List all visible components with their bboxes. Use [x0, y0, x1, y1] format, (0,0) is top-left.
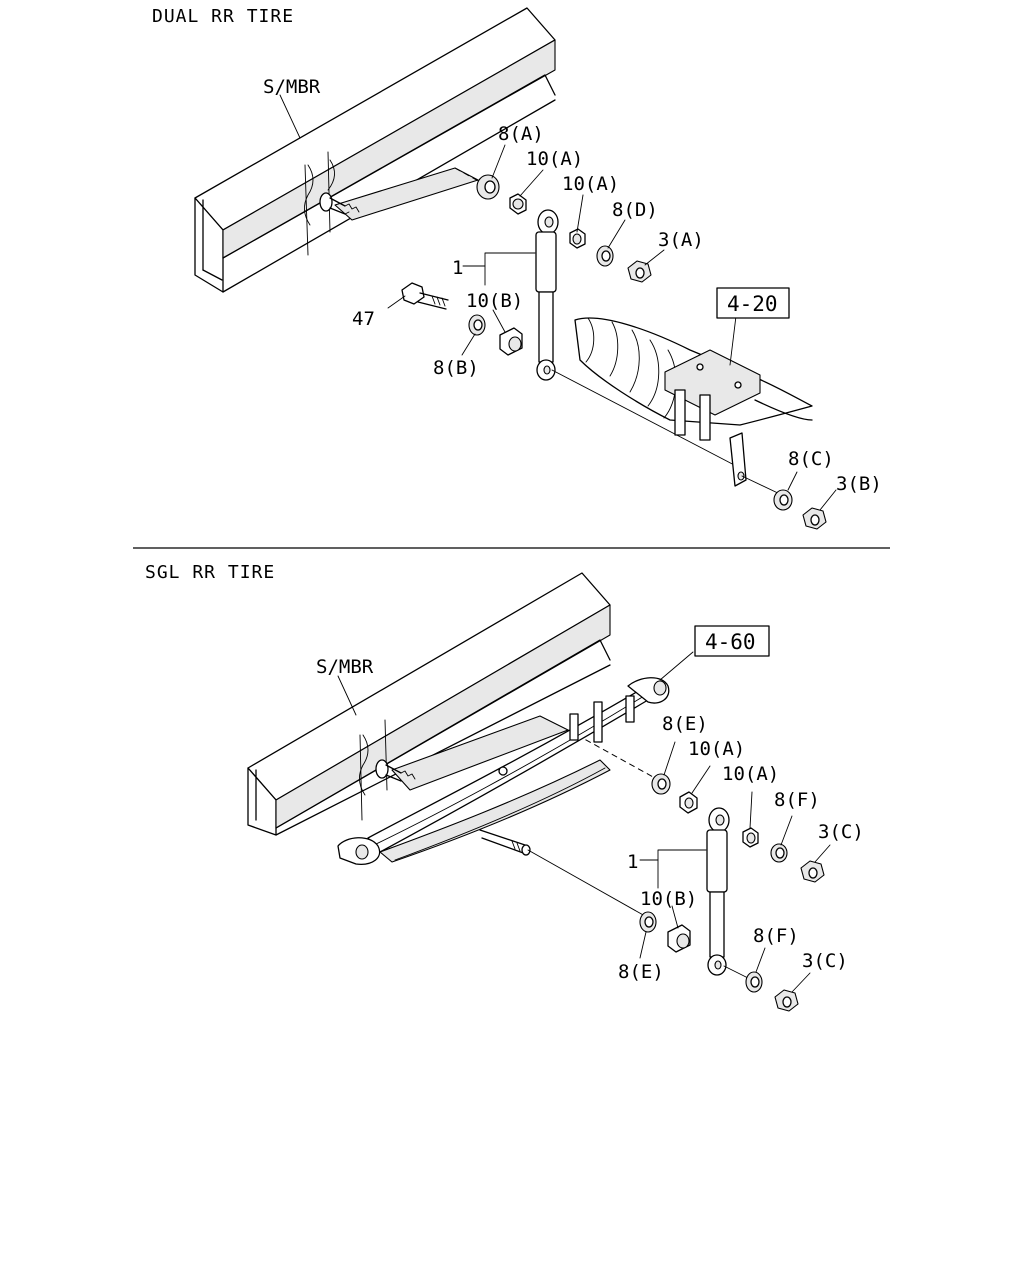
- nut-3a-upper: [627, 260, 652, 283]
- leaders-upper: [279, 94, 837, 511]
- callout-8c-upper: 8(C): [788, 448, 834, 470]
- nut-3c-2-lower: [774, 989, 799, 1012]
- washer-8b-upper: [468, 314, 486, 336]
- washer-8f-1-lower: [770, 843, 788, 863]
- leaf-spring-lower: [337, 677, 670, 865]
- callout-1-upper: 1: [452, 257, 463, 279]
- ref-box-4-60: [694, 625, 770, 657]
- callout-10a-1-upper: 10(A): [526, 148, 583, 170]
- callout-10a-2-upper: 10(A): [562, 173, 619, 195]
- ref-box-4-60-label: 4-60: [705, 630, 756, 654]
- bush-10a-2-upper: [569, 228, 586, 249]
- washer-8e-2-lower: [639, 911, 657, 933]
- callout-8d-upper: 8(D): [612, 199, 658, 221]
- bush-10a-1-lower: [679, 791, 698, 814]
- frame-label-upper: S/MBR: [263, 76, 321, 98]
- callout-47-upper: 47: [352, 308, 375, 330]
- bush-10a-2-lower: [742, 827, 759, 848]
- bush-10b-lower: [667, 924, 691, 953]
- lower-bracket-upper: [729, 432, 747, 487]
- side-member-frame-lower: [247, 572, 611, 836]
- section-title-single: SGL RR TIRE: [145, 562, 275, 583]
- frame-label-lower: S/MBR: [316, 656, 374, 678]
- washer-8d-upper: [596, 245, 614, 267]
- leaders-lower: [337, 651, 831, 993]
- ref-box-4-20: [716, 287, 790, 319]
- bush-10a-1-upper: [509, 193, 527, 215]
- nut-3c-1-lower: [800, 860, 825, 883]
- shock-absorber-upper: [535, 209, 559, 381]
- callout-8f-1-lower: 8(F): [774, 789, 820, 811]
- callout-8a-upper: 8(A): [498, 123, 544, 145]
- callout-10a-2-lower: 10(A): [722, 763, 779, 785]
- nut-3b-upper: [802, 507, 827, 530]
- callout-10b-lower: 10(B): [640, 888, 697, 910]
- callout-10b-upper: 10(B): [466, 290, 523, 312]
- callout-8e-2-lower: 8(E): [618, 961, 664, 983]
- axle-housing: [574, 317, 813, 441]
- callout-3c-2-lower: 3(C): [802, 950, 848, 972]
- callout-10a-1-lower: 10(A): [688, 738, 745, 760]
- section-title-dual: DUAL RR TIRE: [152, 6, 294, 27]
- bush-10b-upper: [499, 327, 523, 356]
- callout-8b-upper: 8(B): [433, 357, 479, 379]
- bolt-47-upper: [401, 282, 449, 310]
- washer-8c-upper: [773, 489, 793, 511]
- callout-1-lower: 1: [627, 851, 638, 873]
- washer-8a-upper: [476, 174, 500, 200]
- callout-3a-upper: 3(A): [658, 229, 704, 251]
- washer-8e-1-lower: [651, 773, 671, 795]
- callout-3b-upper: 3(B): [836, 473, 882, 495]
- callout-8f-2-lower: 8(F): [753, 925, 799, 947]
- washer-8f-2-lower: [745, 971, 763, 993]
- ref-box-4-20-label: 4-20: [727, 292, 778, 316]
- callout-3c-1-lower: 3(C): [818, 821, 864, 843]
- side-member-frame-upper: [194, 7, 556, 293]
- callout-8e-1-lower: 8(E): [662, 713, 708, 735]
- shock-absorber-lower: [706, 807, 730, 976]
